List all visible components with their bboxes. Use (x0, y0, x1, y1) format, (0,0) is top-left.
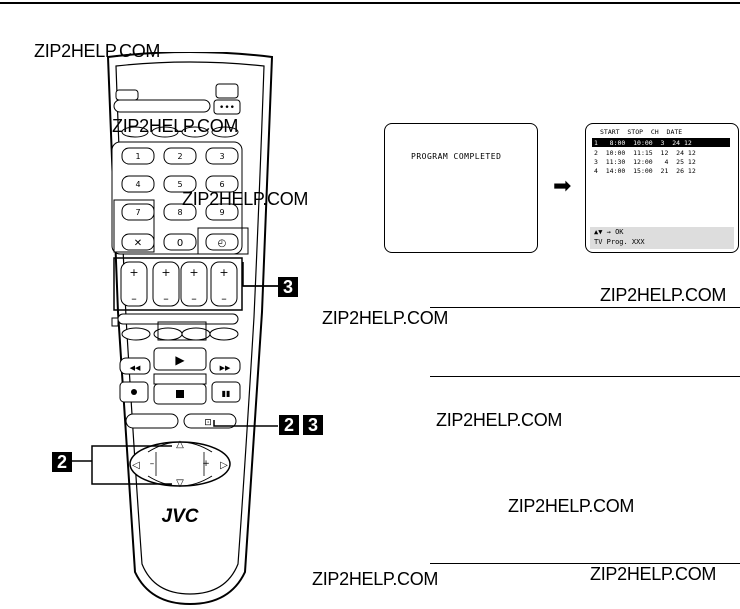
plus-minus-key-2[interactable] (152, 261, 180, 307)
watermark: ZIP2HELP.COM (34, 41, 161, 61)
top-rule (0, 2, 740, 4)
keypad-button-6[interactable] (205, 175, 239, 193)
plus-minus-key-4[interactable] (210, 261, 238, 307)
keypad-label-1: 1 (135, 152, 140, 161)
keypad-button-4[interactable] (121, 175, 155, 193)
svg-text:▮▮: ▮▮ (222, 389, 231, 398)
minus-icon: – (191, 292, 197, 305)
plus-icon: + (219, 266, 228, 279)
remote-brand-logo: JVC (161, 506, 199, 527)
number-keypad: 1 2 3 4 5 6 7 8 9 ✕ 0 ◴ (121, 147, 239, 251)
keypad-button-0[interactable] (163, 233, 197, 251)
screen-program-completed: PROGRAM COMPLETED (384, 123, 538, 253)
svg-text:–: – (150, 459, 155, 469)
program-footer-line2: TV Prog. XXX (594, 238, 645, 246)
svg-text:▶: ▶ (175, 353, 185, 367)
svg-text:▶▶: ▶▶ (220, 364, 231, 372)
keypad-label-4: 4 (135, 180, 140, 189)
keypad-button-9[interactable] (205, 203, 239, 221)
keypad-button-1[interactable] (121, 147, 155, 165)
program-row-2: 2 10:00 11:15 12 24 12 (594, 149, 696, 157)
watermark: ZIP2HELP.COM (312, 569, 439, 589)
svg-text:▽: ▽ (176, 478, 184, 489)
keypad-label-7: 7 (135, 208, 140, 217)
program-list-header: START STOP CH DATE (600, 128, 683, 136)
watermark: ZIP2HELP.COM (436, 410, 563, 430)
svg-text:◀◀: ◀◀ (130, 364, 141, 372)
program-row-1: 1 8:00 10:00 3 24 12 (594, 139, 692, 147)
step-badge-3-top: 3 (278, 277, 298, 297)
watermark: ZIP2HELP.COM (112, 116, 239, 136)
screen-program-list: START STOP CH DATE 1 8:00 10:00 3 24 12 … (585, 123, 739, 253)
svg-text:◁: ◁ (132, 460, 140, 471)
step-badge-2-mid: 2 (279, 415, 299, 435)
step-badge-2-left: 2 (52, 452, 72, 472)
keypad-button-timer-label: ◴ (218, 238, 227, 249)
svg-text:+: + (202, 459, 210, 469)
arrow-right-icon: ➡ (553, 174, 572, 199)
svg-text:⊡: ⊡ (204, 418, 212, 428)
program-list-footer (590, 227, 734, 249)
watermark: ZIP2HELP.COM (590, 564, 717, 584)
remote-control-illustration: ••• 1 2 3 4 5 6 7 8 9 ✕ 0 ◴ + – + – + – + – ▶ ◀◀ ▶▶ ▮▮ ⊡ △… (106, 52, 274, 606)
step-badge-3-mid: 3 (303, 415, 323, 435)
minus-icon: – (163, 292, 169, 305)
keypad-label-9: 9 (219, 208, 224, 217)
keypad-button-cancel-label: ✕ (134, 238, 142, 249)
keypad-button-8[interactable] (163, 203, 197, 221)
plus-icon: + (129, 266, 138, 279)
watermark: ZIP2HELP.COM (182, 189, 309, 209)
svg-text:▷: ▷ (220, 460, 228, 471)
plus-minus-key-3[interactable] (180, 261, 208, 307)
keypad-button-2[interactable] (163, 147, 197, 165)
keypad-label-3: 3 (219, 152, 224, 161)
keypad-button-3[interactable] (205, 147, 239, 165)
minus-icon: – (221, 292, 227, 305)
keypad-label-6: 6 (219, 180, 224, 189)
screen-message: PROGRAM COMPLETED (411, 152, 502, 161)
svg-text:△: △ (176, 439, 184, 450)
keypad-label-2: 2 (177, 152, 182, 161)
program-footer-line1: ▲▼ → OK (594, 228, 624, 236)
watermark: ZIP2HELP.COM (600, 285, 727, 305)
plus-minus-key-1[interactable] (120, 261, 148, 307)
rule-2 (430, 376, 740, 377)
keypad-button-0-label: 0 (177, 238, 183, 249)
watermark: ZIP2HELP.COM (508, 496, 635, 516)
keypad-label-8: 8 (177, 208, 182, 217)
rule-3 (430, 563, 740, 564)
program-list-highlight (592, 138, 730, 147)
program-row-3: 3 11:30 12:00 4 25 12 (594, 158, 696, 166)
svg-text:•••: ••• (219, 103, 235, 113)
program-row-4: 4 14:00 15:00 21 26 12 (594, 167, 696, 175)
keypad-button-timer[interactable] (205, 233, 239, 251)
rule-1 (430, 307, 740, 308)
keypad-button-5[interactable] (163, 175, 197, 193)
plus-icon: + (189, 266, 198, 279)
watermark: ZIP2HELP.COM (322, 308, 449, 328)
keypad-label-5: 5 (177, 180, 182, 189)
minus-icon: – (131, 292, 137, 305)
plus-icon: + (161, 266, 170, 279)
